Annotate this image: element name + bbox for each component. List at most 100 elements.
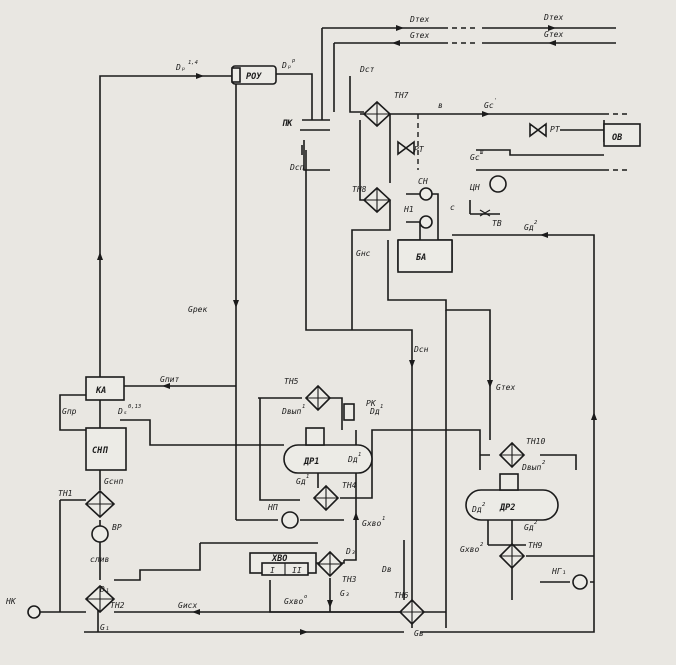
svg-text:ТН10: ТН10 xyxy=(526,437,545,446)
svg-text:РТ: РТ xyxy=(414,145,425,154)
rk-valve: РК xyxy=(343,399,377,421)
dr2-deaerator: ДР2 xyxy=(465,473,559,521)
dr1-deaerator: ДР1 xyxy=(283,427,373,474)
svg-text:Gтех: Gтех xyxy=(544,30,563,39)
svg-text:слив: слив xyxy=(90,555,109,564)
svg-text:Gхво: Gхво xyxy=(284,597,303,606)
svg-text:НП: НП xyxy=(267,503,278,512)
svg-text:НГ₁: НГ₁ xyxy=(551,567,566,576)
rt-valve-top: РТ xyxy=(397,140,425,156)
svg-text:G₃: G₃ xyxy=(340,589,350,598)
svg-text:НК: НК xyxy=(5,597,17,606)
svg-text:D₃: D₃ xyxy=(345,547,356,556)
svg-text:ВР: ВР xyxy=(112,523,122,532)
svg-text:ТН5: ТН5 xyxy=(284,377,299,386)
svg-text:1: 1 xyxy=(380,404,383,410)
svg-text:СН: СН xyxy=(418,177,428,186)
svg-text:ХВО: ХВО xyxy=(271,554,287,564)
point-b-label: в xyxy=(438,101,443,110)
svg-text:Dд: Dд xyxy=(347,455,358,464)
svg-text:Gтех: Gтех xyxy=(410,31,429,40)
svg-text:Dст: Dст xyxy=(359,65,375,74)
svg-text:Dₚ: Dₚ xyxy=(281,61,292,70)
svg-text:Dв: Dв xyxy=(381,565,392,574)
svg-text:Dₛ: Dₛ xyxy=(117,407,128,416)
svg-text:D₁: D₁ xyxy=(99,585,110,594)
svg-text:Gисх: Gисх xyxy=(178,601,197,610)
flow-labels: Dтех Dтех Gтех Gтех Dₚ 1,4 Dₚ р Dст Dсп … xyxy=(62,13,563,638)
svg-text:Gнс: Gнс xyxy=(356,249,371,258)
svg-text:Gснп: Gснп xyxy=(104,477,123,486)
svg-text:II: II xyxy=(292,566,302,575)
tn6-heat-exchanger: ТН6 xyxy=(394,591,426,626)
snp-unit: СНП xyxy=(85,427,127,471)
svg-text:2: 2 xyxy=(534,520,538,526)
svg-text:ДР2: ДР2 xyxy=(499,503,515,513)
tn1-heat-exchanger: ТН1 xyxy=(58,489,116,519)
svg-text:Gв: Gв xyxy=(414,629,424,638)
svg-text:ТН1: ТН1 xyxy=(58,489,72,498)
svg-text:СНП: СНП xyxy=(92,446,108,456)
svg-text:Ш: Ш xyxy=(479,150,484,156)
bp-unit: ВР слив xyxy=(90,523,122,564)
ov-unit: ОВ xyxy=(603,123,641,147)
tn4-heat-exchanger: ТН4 xyxy=(312,481,357,512)
ba-tank: БА xyxy=(397,239,453,273)
rt-valve-right: РТ xyxy=(529,122,561,138)
svg-text:': ' xyxy=(494,98,497,104)
tn10-heat-exchanger: ТН10 xyxy=(498,437,545,469)
svg-text:1: 1 xyxy=(382,516,385,522)
svg-text:ТН2: ТН2 xyxy=(110,601,125,610)
svg-text:I: I xyxy=(270,566,275,575)
svg-text:Gрек: Gрек xyxy=(188,305,207,314)
svg-text:Gд: Gд xyxy=(296,477,306,486)
svg-text:Gд: Gд xyxy=(524,523,534,532)
svg-text:ТН6: ТН6 xyxy=(394,591,409,600)
svg-text:1: 1 xyxy=(302,404,305,410)
svg-text:ОВ: ОВ xyxy=(612,133,622,143)
svg-text:ТВ: ТВ xyxy=(492,219,502,228)
svg-text:Gпит: Gпит xyxy=(160,375,179,384)
svg-text:2: 2 xyxy=(534,220,538,226)
svg-text:Dвып: Dвып xyxy=(521,463,541,472)
svg-text:1,4: 1,4 xyxy=(188,60,198,66)
svg-text:2: 2 xyxy=(542,460,546,466)
svg-text:Gс: Gс xyxy=(484,101,494,110)
svg-text:ТН7: ТН7 xyxy=(394,91,409,100)
tv-valve: ТВ xyxy=(479,209,502,228)
svg-text:Gд: Gд xyxy=(524,223,534,232)
svg-text:1: 1 xyxy=(358,452,361,458)
np-pump: НП xyxy=(267,503,299,529)
svg-text:ТН4: ТН4 xyxy=(342,481,357,490)
svg-text:Dсн: Dсн xyxy=(413,345,429,354)
n1-pump: Н1 xyxy=(403,205,433,229)
svg-text:БА: БА xyxy=(416,253,426,263)
svg-text:Gхво: Gхво xyxy=(460,545,479,554)
point-c-label: с xyxy=(450,203,455,212)
svg-text:ТН8: ТН8 xyxy=(352,185,367,194)
svg-text:РОУ: РОУ xyxy=(246,72,262,82)
rou-unit: РОУ xyxy=(231,65,277,85)
tn7-heat-exchanger: ТН7 xyxy=(362,91,409,128)
svg-text:0,13: 0,13 xyxy=(128,404,141,410)
nk-pump: НК xyxy=(5,597,41,619)
svg-text:р: р xyxy=(292,58,296,64)
svg-text:2: 2 xyxy=(480,542,484,548)
flow-arrows xyxy=(97,25,597,635)
svg-text:Dд: Dд xyxy=(369,407,380,416)
pk-label: ПК xyxy=(282,119,293,129)
tn9-heat-exchanger: ТН9 xyxy=(498,541,543,570)
svg-text:о: о xyxy=(304,594,307,600)
svg-text:Gтех: Gтех xyxy=(496,383,515,392)
svg-text:КА: КА xyxy=(95,386,106,396)
tn2-heat-exchanger: ТН2 xyxy=(84,584,125,614)
tn5-heat-exchanger: ТН5 xyxy=(284,377,332,412)
svg-text:Dсп: Dсп xyxy=(289,163,305,172)
svg-text:Gхво: Gхво xyxy=(362,519,381,528)
svg-text:Dₚ: Dₚ xyxy=(175,63,186,72)
svg-text:Н1: Н1 xyxy=(403,205,414,214)
svg-text:ТН9: ТН9 xyxy=(528,541,543,550)
svg-text:2: 2 xyxy=(482,502,486,508)
svg-text:Gс: Gс xyxy=(470,153,480,162)
